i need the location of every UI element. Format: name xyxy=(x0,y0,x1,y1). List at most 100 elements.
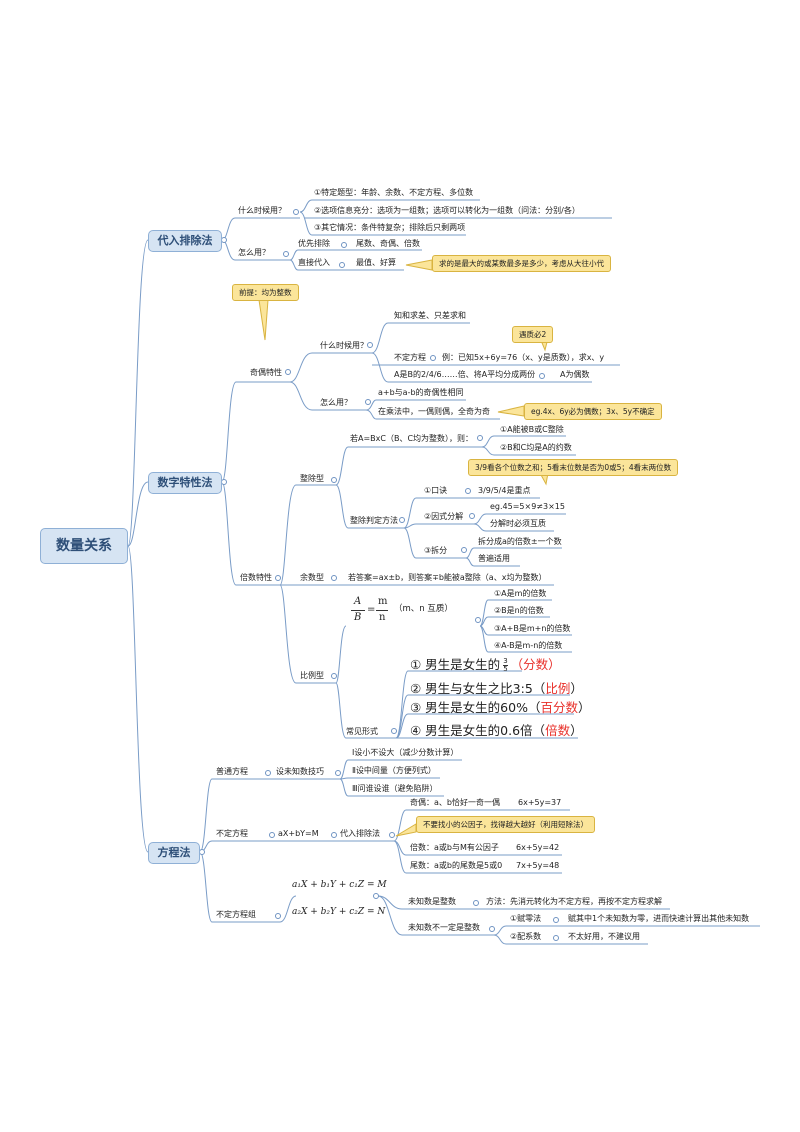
ratio-result-1[interactable]: ①A是m的倍数 xyxy=(494,589,547,598)
zero-assignment-desc[interactable]: 赋其中1个未知数为零，进而快速计算出其他未知数 xyxy=(568,914,750,923)
callout-prime-2: 遇质必2 xyxy=(512,326,554,343)
form-times[interactable]: ④ 男生是女生的0.6倍（倍数） xyxy=(410,723,583,739)
form-percent-close: ） xyxy=(577,700,591,715)
sub-odd-even[interactable]: 奇偶：a、b恰好一奇一偶 xyxy=(410,798,500,807)
if-result-2[interactable]: ②B和C均是A的约数 xyxy=(500,443,572,452)
ratio-denominator-b: B xyxy=(354,612,362,623)
trick-1[interactable]: Ⅰ设小不设大（减少分数计算） xyxy=(352,748,459,757)
form-percent-text: ③ 男生是女生的60%（ xyxy=(410,700,541,715)
callout-integer-premise: 前提：均为整数 xyxy=(232,284,299,301)
if-a-equals[interactable]: 若A=BxC（B、C均为整数），则： xyxy=(350,434,474,443)
frac-den: 5 xyxy=(503,665,508,673)
form-times-text: ④ 男生是女生的0.6倍（ xyxy=(410,723,546,738)
branch-number-properties[interactable]: 数字特性法 xyxy=(148,472,222,494)
integer-unknowns[interactable]: 未知数是整数 xyxy=(408,897,456,906)
ratio-fraction-bar-right xyxy=(376,610,388,611)
form-percent[interactable]: ③ 男生是女生的60%（百分数） xyxy=(410,700,591,716)
form-fraction-text: ① 男生是女生的 xyxy=(410,657,501,672)
split-value-2[interactable]: 普遍适用 xyxy=(478,554,510,563)
form-ratio-close: ） xyxy=(570,681,583,696)
parity-topic[interactable]: 奇偶特性 xyxy=(250,368,282,377)
when-item-3[interactable]: ③其它情况：条件特复杂；排除后只剩两项 xyxy=(314,223,466,232)
branch-substitution[interactable]: 代入排除法 xyxy=(148,230,222,252)
frac-num: 3 xyxy=(503,657,508,666)
split-value-1[interactable]: 拆分成a的倍数±一个数 xyxy=(478,537,562,546)
form-percent-tag: 百分数 xyxy=(540,700,578,715)
common-forms[interactable]: 常见形式 xyxy=(346,727,378,736)
mnemonic[interactable]: ①口诀 xyxy=(424,486,448,495)
form-ratio-tag: 比例 xyxy=(545,681,571,696)
priority-exclude[interactable]: 优先排除 xyxy=(298,239,330,248)
parity-when-2[interactable]: 不定方程 xyxy=(394,353,426,362)
when-item-2[interactable]: ②选项信息充分：选项为一组数；选项可以转化为一组数（问法：分别/各） xyxy=(314,206,580,215)
root-topic[interactable]: 数量关系 xyxy=(40,528,128,564)
priority-exclude-value[interactable]: 尾数、奇偶、倍数 xyxy=(356,239,420,248)
trick-2[interactable]: Ⅱ设中间量（方便列式） xyxy=(352,766,436,775)
parity-when[interactable]: 什么时候用？ xyxy=(320,341,368,350)
form-times-close: ） xyxy=(570,723,583,738)
multiple-topic[interactable]: 倍数特性 xyxy=(240,573,272,582)
integer-method[interactable]: 方法：先消元转化为不定方程，再按不定方程求解 xyxy=(486,897,662,906)
parity-when-3[interactable]: A是B的2/4/6……倍、将A平均分成两份 xyxy=(394,370,536,379)
sub-multiple-example[interactable]: 6x+5y=42 xyxy=(516,843,560,852)
non-integer-unknowns[interactable]: 未知数不一定是整数 xyxy=(408,923,480,932)
indefinite-form[interactable]: aX+bY=M xyxy=(278,829,319,838)
factorization[interactable]: ②因式分解 xyxy=(424,512,464,521)
sub-multiple[interactable]: 倍数：a或b与M有公因子 xyxy=(410,843,499,852)
ratio-fraction-bar-left xyxy=(351,610,365,611)
trick-3[interactable]: Ⅲ问谁设谁（避免陷阱） xyxy=(352,784,438,793)
coprime-note: （m、n 互质） xyxy=(394,604,453,614)
parity-when-2-example[interactable]: 例：已知5x+6y=76（x、y是质数），求x、y xyxy=(442,353,605,362)
when-item-1[interactable]: ①特定题型：年龄、余数、不定方程、多位数 xyxy=(314,188,474,197)
ratio-result-3[interactable]: ③A+B是m+n的倍数 xyxy=(494,624,571,633)
when-to-use[interactable]: 什么时候用？ xyxy=(238,206,286,215)
form-ratio-text: ② 男生与女生之比3:5（ xyxy=(410,681,546,696)
sub-odd-even-example[interactable]: 6x+5y=37 xyxy=(518,798,562,807)
indefinite-equation[interactable]: 不定方程 xyxy=(216,829,248,838)
system-equation-2: a₂X + b₂Y + c₂Z = N xyxy=(292,907,386,917)
form-ratio[interactable]: ② 男生与女生之比3:5（比例） xyxy=(410,681,583,697)
how-to-use[interactable]: 怎么用？ xyxy=(238,248,270,257)
factorization-example[interactable]: eg.45=5×9≠3×15 xyxy=(490,502,565,511)
callout-parity-example: eg.4x、6y必为偶数；3x、5y不确定 xyxy=(524,403,662,420)
coefficient-match[interactable]: ②配系数 xyxy=(510,932,542,941)
parity-when-3-value[interactable]: A为偶数 xyxy=(560,370,590,379)
ratio-type[interactable]: 比例型 xyxy=(300,671,324,680)
callout-max-value: 求的是最大的或某数最多是多少，考虑从大往小代 xyxy=(432,255,611,272)
parity-how-2[interactable]: 在乘法中，一偶则偶，全奇为奇 xyxy=(378,407,490,416)
split[interactable]: ③拆分 xyxy=(424,546,448,555)
zero-assignment[interactable]: ①赋零法 xyxy=(510,914,542,923)
substitution-method[interactable]: 代入排除法 xyxy=(340,829,380,838)
branch-equation[interactable]: 方程法 xyxy=(148,842,200,864)
ratio-result-4[interactable]: ④A-B是m-n的倍数 xyxy=(494,641,563,650)
ratio-numerator-a: A xyxy=(354,596,362,607)
callout-common-factor: 不要找小的公因子，找得越大越好（利用短除法） xyxy=(416,816,595,833)
ratio-denominator-n: n xyxy=(379,612,386,623)
ratio-result-2[interactable]: ②B是n的倍数 xyxy=(494,606,544,615)
parity-how-1[interactable]: a+b与a-b的奇偶性相同 xyxy=(378,388,464,397)
remainder-type[interactable]: 余数型 xyxy=(300,573,324,582)
divisible-type[interactable]: 整除型 xyxy=(300,474,324,483)
parity-when-1[interactable]: 知和求差、只差求和 xyxy=(394,311,466,320)
sub-last-digit-example[interactable]: 7x+5y=48 xyxy=(516,861,560,870)
parity-how[interactable]: 怎么用？ xyxy=(320,398,352,407)
equals-sign: = xyxy=(367,604,376,615)
coefficient-match-desc[interactable]: 不太好用，不建议用 xyxy=(568,932,640,941)
factorization-note[interactable]: 分解时必须互质 xyxy=(490,519,546,528)
divisibility-judge[interactable]: 整除判定方法 xyxy=(350,516,398,525)
direct-substitute-value[interactable]: 最值、好算 xyxy=(356,258,396,267)
ratio-numerator-m: m xyxy=(378,596,388,607)
mnemonic-value[interactable]: 3/9/5/4是重点 xyxy=(478,486,531,495)
sub-last-digit[interactable]: 尾数：a或b的尾数是5或0 xyxy=(410,861,503,870)
form-times-tag: 倍数 xyxy=(545,723,571,738)
form-fraction-tag: （分数） xyxy=(510,657,561,672)
indefinite-system[interactable]: 不定方程组 xyxy=(216,910,256,919)
remainder-rule[interactable]: 若答案=ax±b，则答案∓b能被a整除（a、x均为整数） xyxy=(348,573,547,582)
if-result-1[interactable]: ①A能被B或C整除 xyxy=(500,425,564,434)
direct-substitute[interactable]: 直接代入 xyxy=(298,258,330,267)
variable-trick[interactable]: 设未知数技巧 xyxy=(276,767,324,776)
normal-equation[interactable]: 普通方程 xyxy=(216,767,248,776)
